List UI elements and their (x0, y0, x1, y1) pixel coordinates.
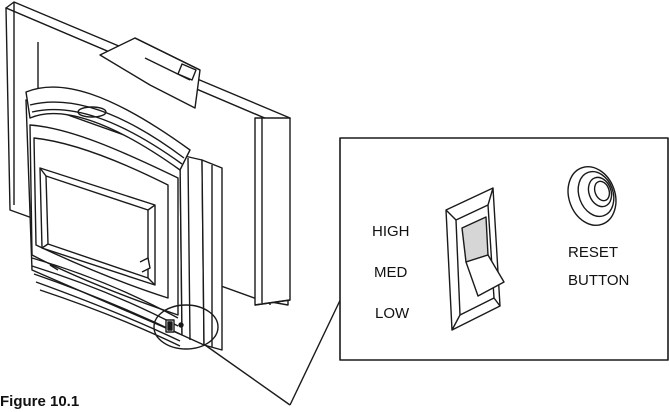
reset-label-line1: RESET (568, 244, 619, 261)
control-area (153, 304, 219, 350)
callout-box (339, 137, 669, 361)
reset-button-icon (567, 166, 617, 226)
stove-base-grille (31, 257, 181, 347)
callout-pointer (204, 289, 346, 406)
reset-label-line2: BUTTON (568, 272, 630, 289)
switch-label-high: HIGH (372, 223, 410, 240)
switch-label-low: LOW (375, 305, 410, 322)
rocker-switch-icon (445, 187, 505, 331)
stove-top-cap (25, 86, 191, 171)
switch-label-med: MED (374, 264, 408, 281)
stove-door (29, 124, 179, 316)
rear-housing (99, 37, 201, 109)
figure-caption: Figure 10.1 (0, 393, 80, 410)
zoom-circle (153, 304, 219, 350)
